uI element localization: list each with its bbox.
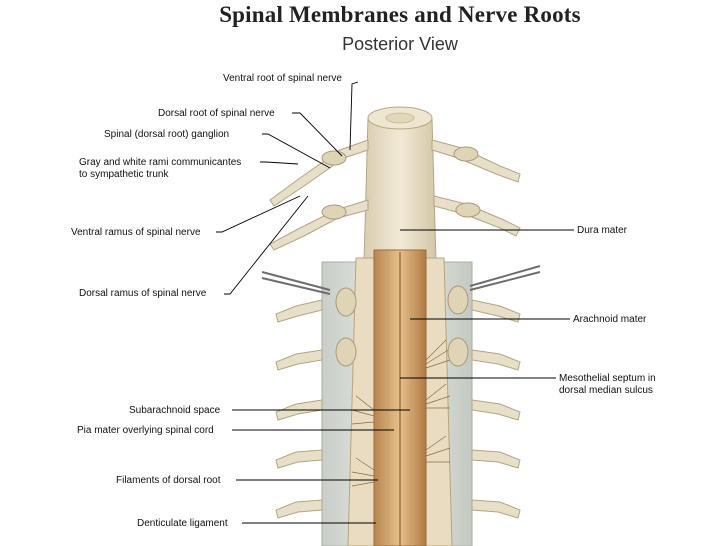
label-spinal-ganglion: Spinal (dorsal root) ganglion (104, 129, 230, 140)
spinal-ganglia (321, 146, 481, 367)
leader-lines (216, 81, 574, 524)
label-denticulate: Denticulate ligament (137, 518, 228, 529)
leader-spinal-ganglion (262, 133, 331, 169)
page-subtitle: Posterior View (342, 34, 458, 54)
label-dura-mater: Dura mater (577, 225, 628, 236)
label-ventral-root: Ventral root of spinal nerve (223, 73, 342, 84)
right-nerve-roots (431, 139, 521, 519)
leader-ventral-ramus (216, 195, 301, 233)
label-septum-line2: dorsal median sulcus (559, 385, 653, 396)
leader-rami (260, 161, 299, 165)
label-dorsal-ramus: Dorsal ramus of spinal nerve (79, 288, 207, 299)
leader-ventral-root (349, 81, 359, 151)
label-pia-mater: Pia mater overlying spinal cord (77, 425, 214, 436)
label-dorsal-root: Dorsal root of spinal nerve (158, 108, 275, 119)
label-subarachnoid: Subarachnoid space (129, 405, 221, 416)
label-rami-line2: to sympathetic trunk (79, 169, 169, 180)
label-filaments: Filaments of dorsal root (116, 475, 221, 486)
page-title: Spinal Membranes and Nerve Roots (219, 2, 581, 27)
dorsal-root-filaments (351, 339, 451, 487)
label-arachnoid: Arachnoid mater (573, 314, 647, 325)
label-septum-line1: Mesothelial septum in (559, 373, 656, 384)
leader-dorsal-root (292, 112, 343, 157)
retractor-hooks (261, 265, 541, 295)
label-ventral-ramus: Ventral ramus of spinal nerve (71, 227, 201, 238)
leader-dorsal-ramus (224, 195, 309, 295)
upper-spinal-cord (363, 117, 437, 263)
label-rami-line1: Gray and white rami communicantes (79, 157, 242, 168)
